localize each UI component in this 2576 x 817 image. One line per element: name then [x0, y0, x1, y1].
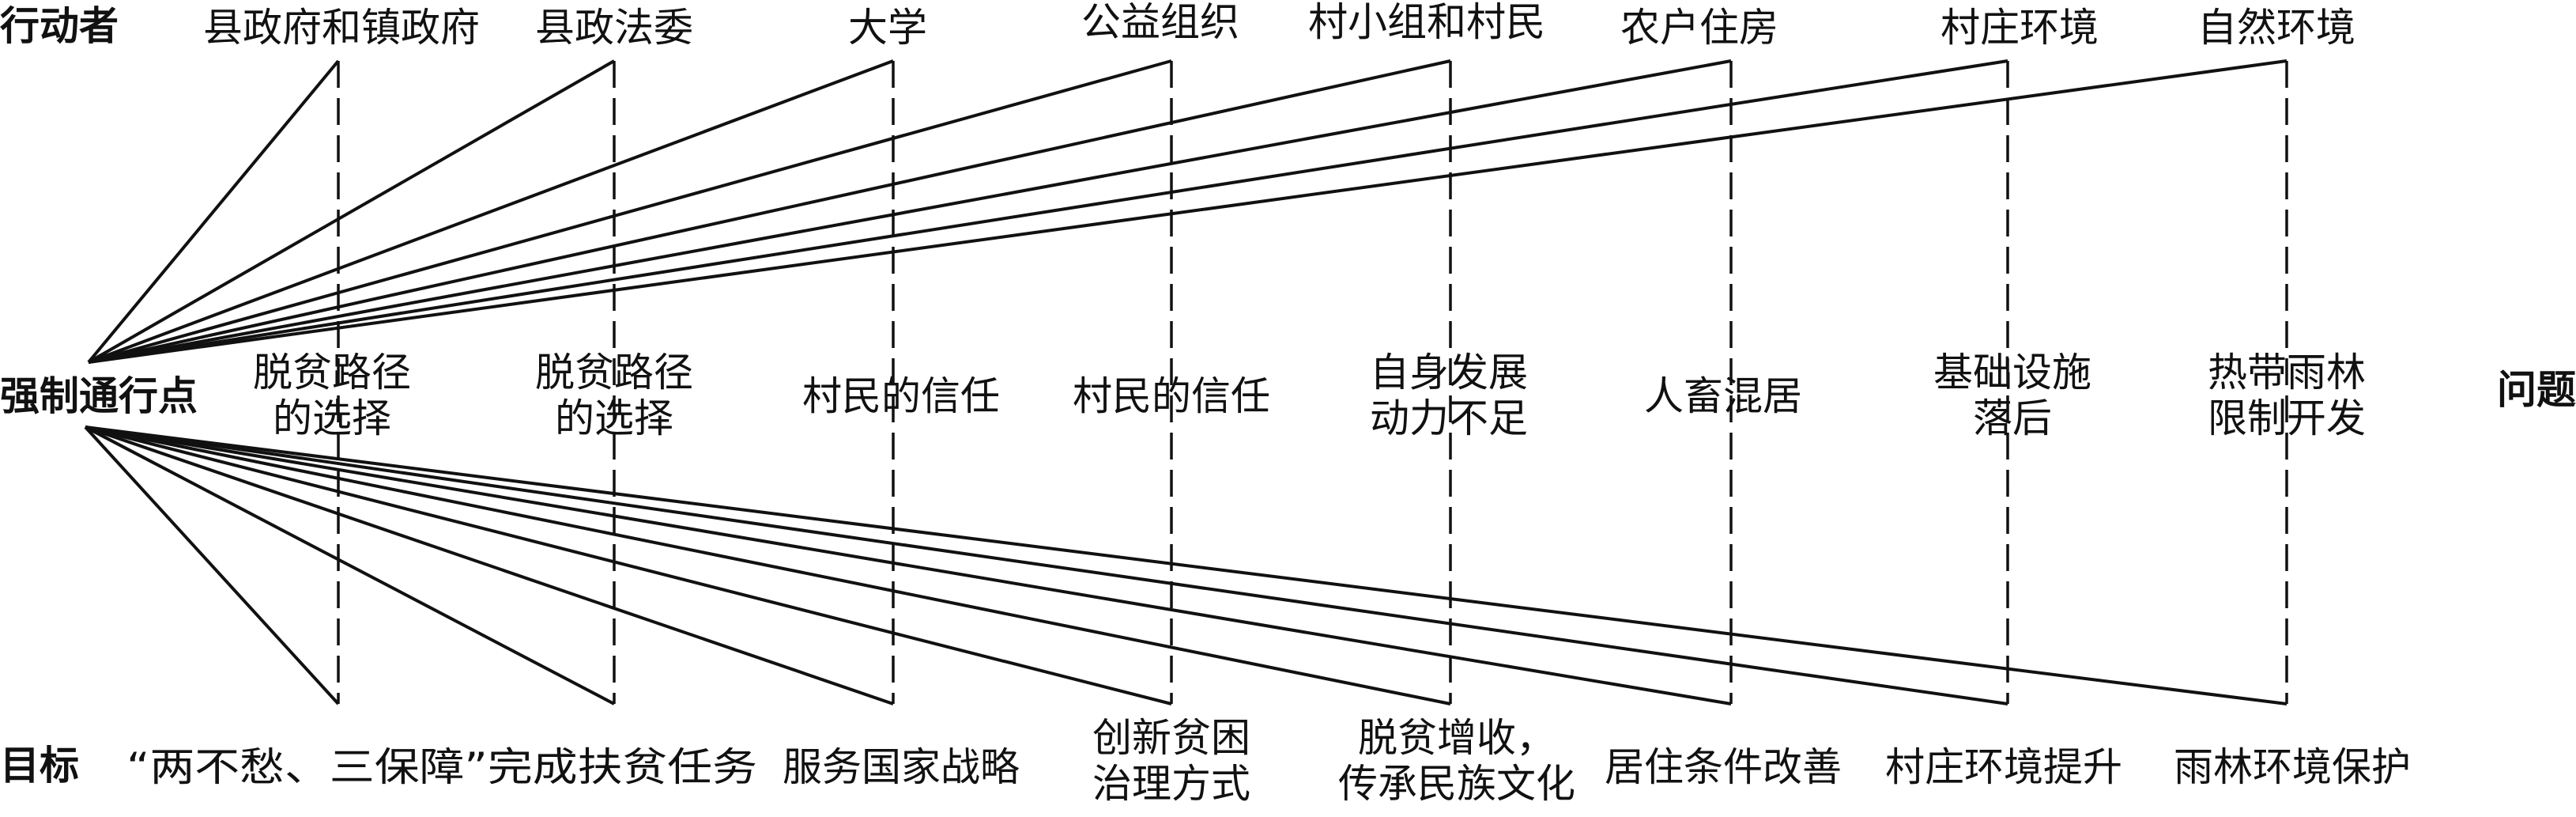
- goal-label-3-line-1: 治理方式: [1092, 761, 1250, 807]
- actor-label-5: 农户住房: [1620, 5, 1778, 51]
- problem-label-7-line-1: 限制开发: [2208, 395, 2366, 441]
- goal-link-3: [85, 426, 1172, 705]
- actor-label-2: 大学: [848, 5, 927, 51]
- connection-lines: [84, 59, 2287, 705]
- goal-label-4-line-0: 脱贫增收，: [1358, 715, 1556, 761]
- goal-label-3-line-0: 创新贫困: [1092, 715, 1250, 761]
- goal-link-1: [85, 426, 615, 705]
- goal-link-2: [85, 426, 894, 705]
- problem-label-5: 人畜混居: [1644, 373, 1802, 419]
- row-label-problems: 问题: [2497, 367, 2576, 413]
- goal-label-5: 居住条件改善: [1605, 744, 1842, 790]
- problem-label-0-line-1: 的选择: [273, 395, 391, 441]
- column-dashed-lines: [337, 61, 2288, 704]
- goal-link-6: [85, 426, 2008, 705]
- problem-label-1-line-1: 的选择: [555, 395, 673, 441]
- actor-link-6: [88, 59, 2008, 364]
- problem-label-6-line-0: 基础设施: [1933, 350, 2091, 395]
- goal-link-0: [84, 426, 340, 705]
- actor-label-7: 自然环境: [2197, 5, 2355, 51]
- actor-label-3: 公益组织: [1081, 0, 1239, 45]
- problem-label-1-line-0: 脱贫路径: [535, 350, 693, 395]
- actor-link-3: [88, 59, 1172, 364]
- row-label-actors: 行动者: [0, 3, 119, 49]
- goal-label-4-line-1: 传承民族文化: [1338, 761, 1575, 807]
- problem-label-4-line-1: 动力不足: [1370, 395, 1528, 441]
- actor-link-4: [88, 59, 1451, 364]
- goal-link-7: [85, 426, 2287, 705]
- actor-label-0: 县政府和镇政府: [203, 5, 480, 51]
- actor-link-2: [88, 59, 894, 364]
- problem-label-7-line-0: 热带雨林: [2208, 350, 2366, 395]
- problem-label-3: 村民的信任: [1073, 373, 1270, 419]
- actor-link-5: [88, 59, 1732, 364]
- goal-link-5: [85, 426, 1732, 705]
- goal-label-0: “两不愁、三保障”完成扶贫任务: [126, 744, 757, 790]
- actor-label-4: 村小组和村民: [1308, 0, 1545, 45]
- actor-label-1: 县政法委: [535, 5, 693, 51]
- row-label-opp: 强制通行点: [0, 373, 198, 419]
- actor-link-7: [88, 59, 2287, 364]
- goal-label-6: 村庄环境提升: [1885, 744, 2122, 790]
- problem-label-2: 村民的信任: [802, 373, 1000, 419]
- goal-label-2: 服务国家战略: [783, 744, 1020, 790]
- problem-label-4-line-0: 自身发展: [1370, 350, 1528, 395]
- row-label-goals: 目标: [0, 743, 79, 789]
- actor-link-0: [87, 59, 340, 364]
- actor-label-6: 村庄环境: [1940, 5, 2099, 51]
- goal-link-4: [85, 426, 1451, 705]
- goal-label-7: 雨林环境保护: [2174, 744, 2411, 790]
- problem-label-6-line-1: 落后: [1973, 395, 2052, 441]
- problem-label-0-line-0: 脱贫路径: [253, 350, 411, 395]
- actor-link-1: [88, 59, 615, 364]
